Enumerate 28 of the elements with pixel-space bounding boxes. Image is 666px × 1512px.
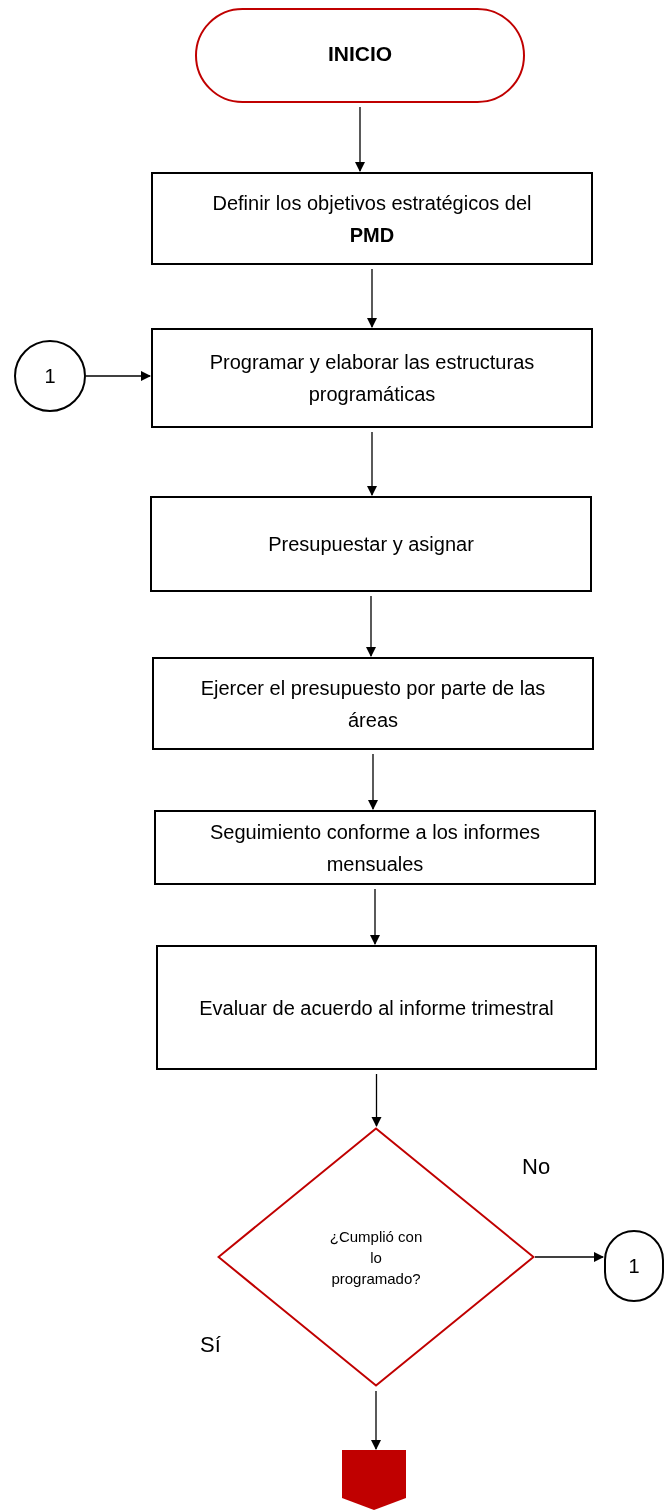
process-text: Ejercer el presupuesto por parte de las áreas [199, 675, 547, 733]
process-box [151, 172, 593, 265]
arrow [366, 268, 378, 329]
arrow [85, 370, 152, 382]
process-text: INICIO [327, 41, 393, 67]
process-box [151, 328, 593, 428]
process-box [156, 945, 597, 1070]
arrow [354, 106, 366, 173]
arrow [369, 888, 381, 946]
process-text: Seguimiento conforme a los informes mensuales [208, 819, 542, 877]
process-text: Presupuestar y asignar [267, 532, 475, 557]
decision-text: ¿Cumplió con lo programado? [328, 1226, 424, 1289]
branch-label: Sí [200, 1331, 221, 1359]
arrow [370, 1390, 382, 1451]
arrow [366, 431, 378, 497]
branch-label: No [522, 1153, 551, 1181]
process-box [154, 810, 596, 885]
arrow [365, 595, 377, 658]
connector-number: 1 [628, 1254, 640, 1279]
arrow [534, 1251, 605, 1263]
process-box [150, 496, 592, 592]
arrow [371, 1073, 382, 1128]
process-text: Evaluar de acuerdo al informe trimestral [198, 995, 555, 1021]
process-text: Programar y elaborar las estructuras programáticas [208, 350, 536, 407]
process-text: Definir los objetivos estratégicos del PMD [211, 190, 533, 248]
process-box [152, 657, 594, 750]
arrow [367, 753, 379, 811]
connector-number: 1 [44, 364, 56, 389]
